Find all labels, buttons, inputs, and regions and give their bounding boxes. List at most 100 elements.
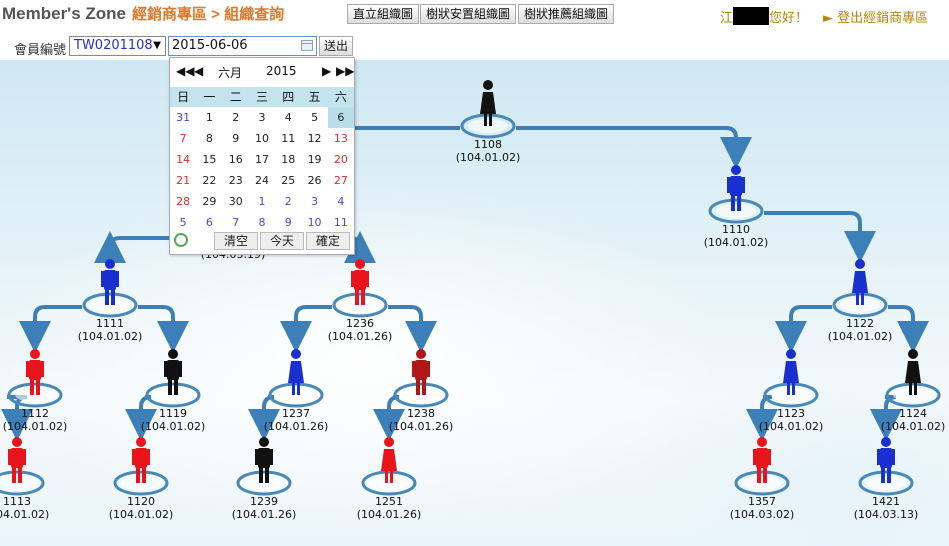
member-node[interactable] (361, 437, 417, 496)
member-node-label[interactable]: 1421(104.03.13) (846, 495, 926, 521)
date-input[interactable]: 2015-06-06 (168, 36, 317, 56)
calendar-day[interactable]: 28 (176, 195, 191, 208)
member-node-label[interactable]: 1111(104.01.02) (70, 317, 150, 343)
member-node-label[interactable]: 1120(104.01.02) (101, 495, 181, 521)
member-node-label[interactable]: 1113(104.01.02) (0, 495, 57, 521)
member-node-label[interactable]: 1119(104.01.02) (133, 407, 213, 433)
calendar-day[interactable]: 27 (333, 174, 348, 187)
calendar-day[interactable]: 9 (232, 132, 240, 145)
calendar-day[interactable]: 5 (311, 111, 319, 124)
calendar-day[interactable]: 11 (333, 216, 348, 229)
calendar-day[interactable]: 2 (284, 195, 292, 208)
calendar-day[interactable]: 6 (205, 216, 213, 229)
calendar-day[interactable]: 20 (333, 153, 348, 166)
member-node[interactable] (145, 349, 201, 408)
calendar-day[interactable]: 5 (179, 216, 187, 229)
ok-button[interactable]: 確定 (306, 232, 350, 250)
member-node-label[interactable]: 1251(104.01.26) (349, 495, 429, 521)
calendar-day[interactable]: 1 (258, 195, 266, 208)
member-node-label[interactable]: 1122(104.01.02) (820, 317, 900, 343)
prev-month-button[interactable]: ◀ (194, 64, 204, 78)
member-node-label[interactable]: 1237(104.01.26) (256, 407, 336, 433)
member-node-label[interactable]: 1112(104.01.02) (0, 407, 75, 433)
calendar-day[interactable]: 22 (202, 174, 217, 187)
member-join-date: (104.01.26) (263, 420, 329, 433)
member-node[interactable] (332, 259, 388, 318)
vertical-chart-button[interactable]: 直立組織圖 (347, 4, 420, 24)
member-node[interactable] (113, 437, 169, 496)
member-node[interactable] (763, 349, 819, 408)
member-node[interactable] (708, 165, 764, 224)
member-node-label[interactable]: 1238(104.01.26) (381, 407, 461, 433)
member-node[interactable] (236, 437, 292, 496)
member-id: 1251 (375, 495, 403, 508)
calendar-day[interactable]: 10 (254, 132, 269, 145)
calendar-day[interactable]: 12 (307, 132, 322, 145)
prev-year-button[interactable]: ◀◀ (176, 64, 195, 78)
calendar-day[interactable]: 4 (337, 195, 345, 208)
calendar-day[interactable]: 3 (258, 111, 266, 124)
calendar-day[interactable]: 18 (281, 153, 296, 166)
calendar-day[interactable]: 15 (202, 153, 217, 166)
calendar-year[interactable]: 2015 (266, 64, 297, 78)
member-node[interactable] (393, 349, 449, 408)
member-node[interactable] (832, 259, 888, 318)
person-icon (727, 165, 745, 211)
member-node[interactable] (734, 437, 790, 496)
member-node[interactable] (268, 349, 324, 408)
member-node-label[interactable]: 1124(104.01.02) (873, 407, 949, 433)
member-node[interactable] (460, 80, 516, 139)
member-node[interactable] (858, 437, 914, 496)
connector-arrow (125, 395, 157, 441)
calendar-day[interactable]: 25 (281, 174, 296, 187)
placement-tree-button[interactable]: 樹狀安置組織圖 (420, 4, 517, 24)
member-node-label[interactable]: 1236(104.01.26) (320, 317, 400, 343)
calendar-day[interactable]: 11 (281, 132, 296, 145)
calendar-day[interactable]: 2 (232, 111, 240, 124)
member-node-label[interactable]: 1357(104.03.02) (722, 495, 802, 521)
calendar-day[interactable]: 7 (232, 216, 240, 229)
calendar-day[interactable]: 3 (311, 195, 319, 208)
calendar-icon[interactable] (301, 40, 313, 51)
member-node[interactable] (82, 259, 138, 318)
calendar-day[interactable]: 1 (205, 111, 213, 124)
calendar-day[interactable]: 30 (228, 195, 243, 208)
clock-icon[interactable] (174, 233, 188, 247)
member-id-select[interactable]: TW0201108▼ (69, 36, 166, 56)
masked-name (733, 7, 770, 25)
calendar-month[interactable]: 六月 (218, 66, 243, 80)
member-node-label[interactable]: 1123(104.01.02) (751, 407, 831, 433)
calendar-day[interactable]: 16 (228, 153, 243, 166)
calendar-day[interactable]: 13 (333, 132, 348, 145)
today-button[interactable]: 今天 (260, 232, 304, 250)
greeting: 江您好！ (720, 7, 808, 26)
calendar-day[interactable]: 8 (205, 132, 213, 145)
member-node[interactable] (885, 349, 941, 408)
calendar-day[interactable]: 23 (228, 174, 243, 187)
calendar-day[interactable]: 10 (307, 216, 322, 229)
next-month-button[interactable]: ▶ (322, 64, 332, 78)
calendar-day[interactable]: 7 (179, 132, 187, 145)
calendar-day[interactable]: 17 (254, 153, 269, 166)
calendar-day[interactable]: 8 (258, 216, 266, 229)
calendar-day[interactable]: 4 (284, 111, 292, 124)
calendar-day[interactable]: 19 (307, 153, 322, 166)
calendar-day-selected[interactable]: 6 (327, 107, 354, 128)
calendar-day[interactable]: 31 (176, 111, 191, 124)
calendar-day[interactable]: 21 (176, 174, 191, 187)
member-node[interactable] (7, 349, 63, 408)
member-node[interactable] (0, 437, 45, 496)
calendar-day[interactable]: 14 (176, 153, 191, 166)
calendar-day[interactable]: 24 (254, 174, 269, 187)
next-year-button[interactable]: ▶▶ (336, 64, 355, 78)
logout-link[interactable]: ► 登出經銷商專區 (823, 11, 929, 26)
member-node-label[interactable]: 1239(104.01.26) (224, 495, 304, 521)
calendar-day[interactable]: 26 (307, 174, 322, 187)
clear-button[interactable]: 清空 (214, 232, 258, 250)
referral-tree-button[interactable]: 樹狀推薦組織圖 (518, 4, 615, 24)
calendar-day[interactable]: 9 (284, 216, 292, 229)
submit-button[interactable]: 送出 (319, 36, 353, 56)
member-node-label[interactable]: 1110(104.01.02) (696, 223, 776, 249)
member-node-label[interactable]: 1108(104.01.02) (448, 138, 528, 164)
calendar-day[interactable]: 29 (202, 195, 217, 208)
